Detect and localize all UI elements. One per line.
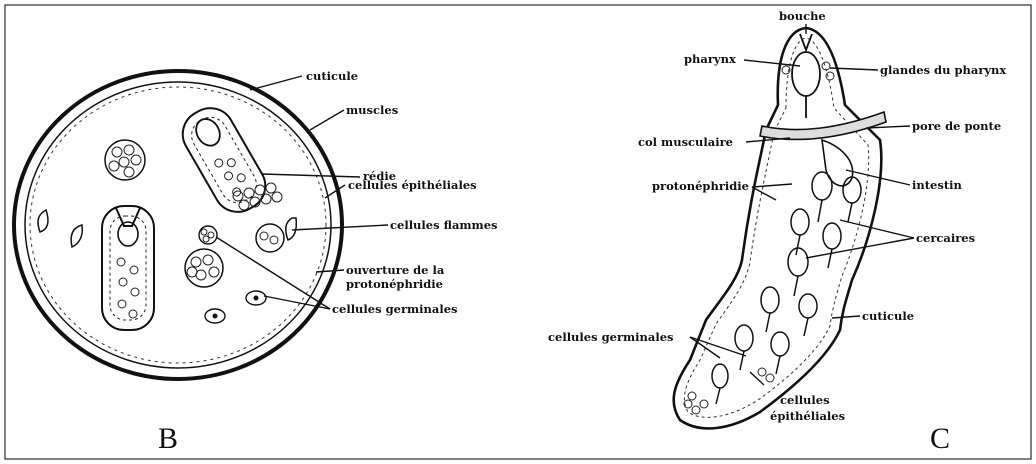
label-muscles: muscles (346, 103, 398, 117)
label-cellules-epitheliales-b: cellules épithéliales (348, 178, 477, 192)
label-cercaires: cercaires (916, 231, 975, 245)
label-protonephridie: protonéphridie (652, 179, 749, 193)
panel-c-letter: C (930, 422, 950, 455)
label-ouverture-line1: ouverture de la (346, 263, 445, 277)
label-ouverture-line2: protonéphridie (346, 277, 443, 291)
label-bouche: bouche (779, 9, 826, 23)
label-pore-de-ponte: pore de ponte (912, 119, 1001, 133)
label-cellules-epitheliales-c-line1: cellules (780, 393, 830, 407)
label-cuticule-b: cuticule (306, 69, 358, 83)
label-cellules-flammes: cellules flammes (390, 218, 498, 232)
label-glandes-du-pharynx: glandes du pharynx (880, 63, 1006, 77)
panel-b-letter: B (158, 422, 178, 455)
label-cellules-germinales-c: cellules germinales (548, 330, 674, 344)
label-intestin: intestin (912, 178, 963, 192)
label-cellules-germinales-b: cellules germinales (332, 302, 458, 316)
label-pharynx: pharynx (684, 52, 736, 66)
label-cuticule-c: cuticule (862, 309, 914, 323)
label-cellules-epitheliales-c-line2: épithéliales (770, 409, 845, 423)
label-col-musculaire: col musculaire (638, 135, 733, 149)
